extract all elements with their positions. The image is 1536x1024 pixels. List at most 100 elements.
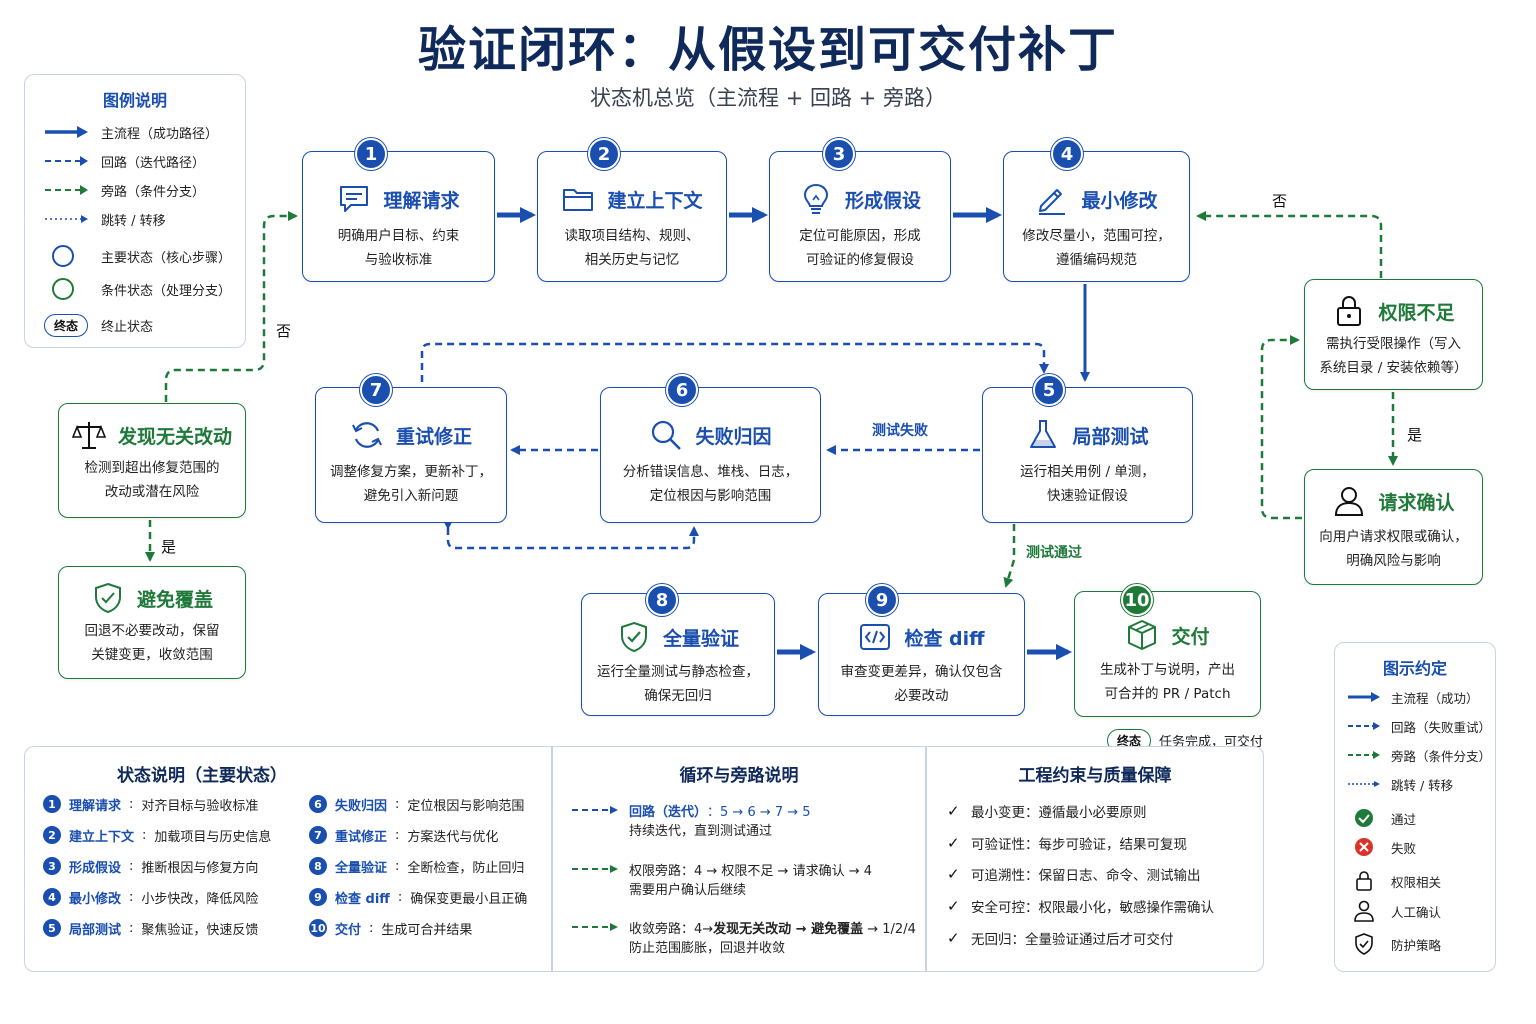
convention-item: 旁路（条件分支） xyxy=(1347,744,1491,766)
state-desc: 生成补丁与说明，产出 xyxy=(1100,662,1235,678)
state-card-5[interactable]: 局部测试 运行相关用例 / 单测，快速验证假设 xyxy=(982,387,1193,523)
state-desc: 运行全量测试与静态检查， xyxy=(597,664,759,680)
legend-item-loop: 回路（迭代路径） xyxy=(43,150,237,172)
label-no-left: 否 xyxy=(276,322,292,340)
convention-item: 权限相关 xyxy=(1347,870,1441,892)
convention-item: 回路（失败重试） xyxy=(1347,715,1491,737)
state-desc: 快速验证假设 xyxy=(1047,488,1128,504)
convention-label: 人工确认 xyxy=(1391,904,1442,920)
loop-path: ：5 → 6 → 7 → 5 xyxy=(707,804,811,820)
dotted-arrow-icon xyxy=(43,208,89,230)
status-text: 生成可合并结果 xyxy=(381,922,473,938)
state-card-1[interactable]: 理解请求 明确用户目标、约束与验收标准 xyxy=(302,151,495,282)
state-badge-2: 2 xyxy=(588,138,620,170)
cond-card-irrelevant[interactable]: 发现无关改动 检测到超出修复范围的改动或潜在风险 xyxy=(58,403,246,518)
dashed-arrow-green-icon xyxy=(1347,744,1381,766)
label-yes-left: 是 xyxy=(161,538,177,556)
state-name: 避免覆盖 xyxy=(136,588,213,611)
status-name: 形成假设 xyxy=(69,860,122,876)
legend-item-jump: 跳转 / 转移 xyxy=(43,208,237,230)
state-desc: 关键变更，收敛范围 xyxy=(91,647,213,663)
state-desc: 定位可能原因，形成 xyxy=(799,228,921,244)
state-card-10[interactable]: 交付 生成补丁与说明，产出可合并的 PR / Patch xyxy=(1074,591,1261,717)
state-name: 建立上下文 xyxy=(607,189,703,212)
state-badge-10: 10 xyxy=(1121,584,1153,616)
loop-heading: 循环与旁路说明 xyxy=(679,766,799,786)
state-card-4[interactable]: 最小修改 修改尽量小，范围可控，遵循编码规范 xyxy=(1003,151,1190,282)
state-badge-3: 3 xyxy=(823,138,855,170)
loop-name: 回路（迭代） xyxy=(629,804,708,820)
fail-icon xyxy=(1347,836,1381,858)
label-yes-right: 是 xyxy=(1407,426,1423,444)
state-name: 检查 diff xyxy=(904,627,985,650)
num-badge: 5 xyxy=(43,919,61,937)
folder-icon xyxy=(561,182,595,216)
lightbulb-icon xyxy=(799,182,833,216)
state-desc: 明确用户目标、约束 xyxy=(337,228,460,244)
cond-card-perm[interactable]: 权限不足 需执行受限操作（写入系统目录 / 安装依赖等） xyxy=(1304,279,1483,390)
state-desc: 明确风险与影响 xyxy=(1346,553,1441,569)
magnifier-icon xyxy=(649,418,683,452)
state-card-2[interactable]: 建立上下文 读取项目结构、规则、相关历史与记忆 xyxy=(537,151,727,282)
dashed-arrow-icon xyxy=(572,806,618,814)
status-name: 失败归因 xyxy=(335,798,388,814)
num-badge: 2 xyxy=(43,826,61,844)
state-badge-4: 4 xyxy=(1051,138,1083,170)
status-text: 确保变更最小且正确 xyxy=(410,891,528,907)
state-name: 形成假设 xyxy=(844,189,921,212)
state-badge-9: 9 xyxy=(866,584,898,616)
divider xyxy=(551,747,553,971)
refresh-icon xyxy=(350,418,384,452)
convention-label: 回路（失败重试） xyxy=(1391,719,1492,735)
state-desc: 修改尽量小，范围可控， xyxy=(1022,228,1171,244)
status-text: 方案迭代与优化 xyxy=(407,829,499,845)
state-name: 发现无关改动 xyxy=(117,425,232,448)
num-badge: 6 xyxy=(309,795,327,813)
chat-icon xyxy=(337,182,371,216)
state-desc: 与验收标准 xyxy=(364,252,433,268)
label-test-fail: 测试失败 xyxy=(872,423,928,439)
state-desc: 系统目录 / 安装依赖等） xyxy=(1319,360,1468,376)
state-badge-1: 1 xyxy=(355,138,387,170)
cond-card-confirm[interactable]: 请求确认 向用户请求权限或确认，明确风险与影响 xyxy=(1304,469,1483,585)
legend-label: 主要状态（核心步骤） xyxy=(101,250,232,266)
state-desc: 运行相关用例 / 单测， xyxy=(1020,464,1155,480)
page-subtitle: 状态机总览（主流程 + 回路 + 旁路） xyxy=(590,86,946,110)
state-card-8[interactable]: 全量验证 运行全量测试与静态检查，确保无回归 xyxy=(581,593,775,716)
state-desc: 改动或潜在风险 xyxy=(104,484,200,500)
state-desc: 回退不必要改动，保留 xyxy=(84,623,220,639)
legend-label: 主流程（成功路径） xyxy=(101,126,219,142)
legend-label: 条件状态（处理分支） xyxy=(101,283,232,299)
state-desc: 遵循编码规范 xyxy=(1056,252,1137,268)
state-card-3[interactable]: 形成假设 定位可能原因，形成可验证的修复假设 xyxy=(769,151,951,282)
state-name: 交付 xyxy=(1171,625,1210,648)
state-desc: 检测到超出修复范围的 xyxy=(84,460,220,476)
state-desc: 需执行受限操作（写入 xyxy=(1326,336,1461,352)
arrow-perm-4 xyxy=(1196,211,1383,278)
status-text: 聚焦验证，快速反馈 xyxy=(141,922,259,938)
state-name: 失败归因 xyxy=(695,425,772,448)
state-desc: 确保无回归 xyxy=(644,688,712,704)
dashed-arrow-green-icon xyxy=(43,179,89,201)
loop-section: 循环与旁路说明 回路（迭代）：5 → 6 → 7 → 5 持续迭代，直到测试通过… xyxy=(553,747,925,971)
loop-path-bold: 发现无关改动 → 避免覆盖 xyxy=(713,921,864,937)
state-card-9[interactable]: 检查 diff 审查变更差异，确认仅包含必要改动 xyxy=(818,593,1025,716)
code-icon xyxy=(858,620,892,654)
legend-item-main-state: 主要状态（核心步骤） xyxy=(43,245,237,267)
convention-item: 人工确认 xyxy=(1347,900,1441,922)
quality-item: ✓可追溯性：保留日志、命令、测试输出 xyxy=(947,863,1201,885)
state-card-6[interactable]: 失败归因 分析错误信息、堆栈、日志，定位根因与影响范围 xyxy=(600,387,821,523)
status-text: 定位根因与影响范围 xyxy=(407,798,525,814)
state-name: 理解请求 xyxy=(383,189,460,212)
state-desc: 可合并的 PR / Patch xyxy=(1104,686,1231,702)
cond-card-avoid[interactable]: 避免覆盖 回退不必要改动，保留关键变更，收敛范围 xyxy=(58,566,246,679)
arrow-5-8 xyxy=(1003,524,1016,588)
num-badge: 7 xyxy=(309,826,327,844)
state-card-7[interactable]: 重试修正 调整修复方案，更新补丁，避免引入新问题 xyxy=(315,387,507,523)
loop-desc: 防止范围膨胀，回退并收敛 xyxy=(629,941,786,956)
